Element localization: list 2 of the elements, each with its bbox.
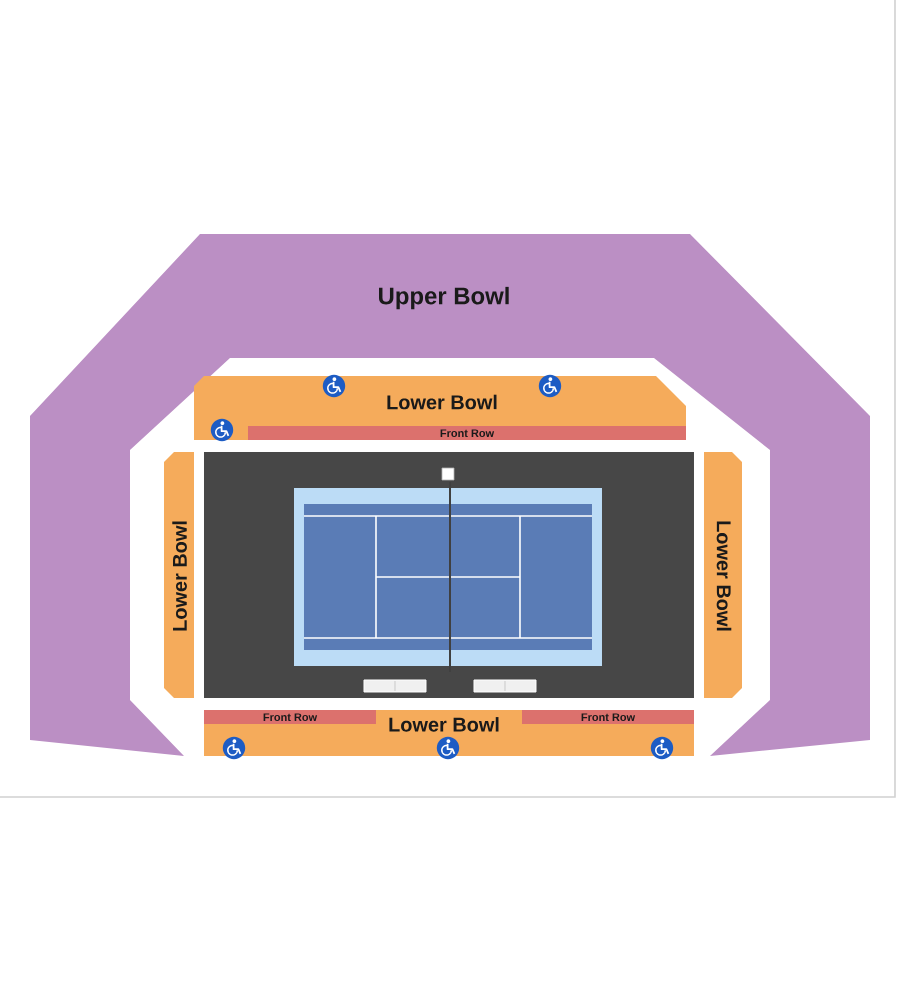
seating-section: Lower Bowl <box>704 452 742 698</box>
seating-section: Lower Bowl <box>164 452 194 698</box>
